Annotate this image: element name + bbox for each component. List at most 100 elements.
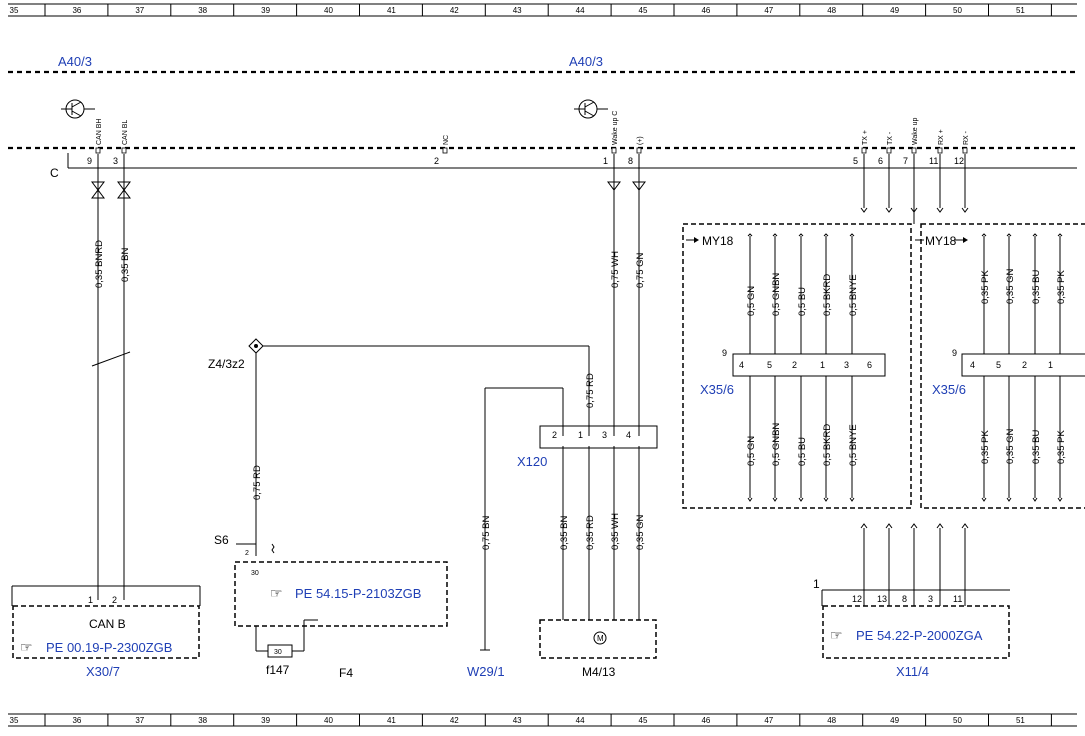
wire-label: 0,35 RD <box>585 515 596 550</box>
canb-pin-2: 2 <box>112 595 117 605</box>
x35-pin: 1 <box>1048 360 1053 370</box>
ruler-number: 38 <box>198 6 207 15</box>
wire-label: 0,5 BU <box>797 437 808 466</box>
hand-pointer-icon: ☞ <box>270 585 283 601</box>
pin-number: 9 <box>87 156 92 166</box>
ruler-number: 46 <box>701 6 710 15</box>
pin-number: 3 <box>113 156 118 166</box>
pin-signal: CAN BH <box>96 119 103 145</box>
x35-pin: 5 <box>767 360 772 370</box>
wire-label: 0,35 PK <box>980 430 991 464</box>
pin-signal: TX - <box>887 131 894 145</box>
wire-label: 0,5 GNBN <box>771 273 782 316</box>
hand-pointer-icon: ☞ <box>20 639 33 655</box>
module-label-right[interactable]: A40/3 <box>569 54 603 69</box>
ruler-number: 39 <box>261 6 270 15</box>
x35-label[interactable]: X35/6 <box>700 382 734 397</box>
pin-signal: TX + <box>862 130 869 145</box>
pin-signal: (+) <box>637 136 644 145</box>
pin-signal: Wake up <box>912 118 919 145</box>
wire-label: 0,5 BNYE <box>848 274 859 316</box>
pin-signal: RX + <box>938 129 945 145</box>
x11-pin: 13 <box>877 594 887 604</box>
canb-reference-link[interactable]: PE 00.19-P-2300ZGB <box>46 640 172 655</box>
ruler-number: 37 <box>135 6 144 15</box>
wire-label: 0,35 PK <box>1056 270 1067 304</box>
motor-icon <box>593 631 607 645</box>
x35-pin-9: 9 <box>952 348 957 358</box>
x35-pin: 2 <box>792 360 797 370</box>
ruler-number: 50 <box>953 6 962 15</box>
x11-pin: 11 <box>953 594 962 604</box>
wire-label: 0,35 BN <box>559 516 570 550</box>
x120-feed: 0,75 WH 0,75 GN <box>607 154 646 436</box>
z4-label: Z4/3z2 <box>208 357 245 371</box>
wire-label: 0,35 GN <box>635 514 646 550</box>
wire-label: 0,75 RD <box>252 465 263 500</box>
wire-label: 0,35 PK <box>980 270 991 304</box>
f4-label: F4 <box>339 666 353 680</box>
ruler-number: 35 <box>10 716 19 725</box>
x11-label[interactable]: X11/4 <box>896 664 929 679</box>
x35-pin: 3 <box>844 360 849 370</box>
m4-component[interactable]: 0,35 BN 0,35 RD 0,35 WH 0,35 GN M M4/13 <box>539 446 657 679</box>
wire-label: 0,5 BNYE <box>848 424 859 466</box>
canb-pin-1: 1 <box>88 595 93 605</box>
f4-component[interactable]: S6 2 30 ☞ PE 54.15-P-2103ZGB 30 f147 F4 <box>214 533 448 680</box>
module-label-left[interactable]: A40/3 <box>58 54 92 69</box>
x11-pin: 8 <box>902 594 907 604</box>
ruler-number: 45 <box>639 716 648 725</box>
ruler-number: 43 <box>513 716 522 725</box>
f4-pin-30: 30 <box>251 570 259 577</box>
pin-number: 11 <box>929 156 938 166</box>
x35-pin-9: 9 <box>722 348 727 358</box>
my18-label: MY18 <box>702 234 734 248</box>
ruler-number: 47 <box>764 6 773 15</box>
wire-label: 0,75 GN <box>635 252 646 288</box>
ruler-number: 44 <box>576 716 585 725</box>
my18-box-2[interactable]: MY18 0,35 PK0,35 PK0,35 GN0,35 GN0,35 BU… <box>915 223 1085 509</box>
canb-label: CAN B <box>89 617 126 631</box>
hand-pointer-icon: ☞ <box>830 627 843 643</box>
wire-label: 0,35 BNRD <box>94 240 105 288</box>
wire-label: 0,5 GN <box>746 286 757 316</box>
ruler-number: 51 <box>1016 716 1025 725</box>
pin-number: 6 <box>878 156 883 166</box>
wire-label: 0,75 BN <box>481 516 492 550</box>
pin-signal: Wake up C <box>612 111 619 145</box>
x120-pin: 4 <box>626 430 631 440</box>
x11-reference-link[interactable]: PE 54.22-P-2000ZGA <box>856 628 983 643</box>
x30-label[interactable]: X30/7 <box>86 664 120 679</box>
pin-number: 5 <box>853 156 858 166</box>
f4-reference-link[interactable]: PE 54.15-P-2103ZGB <box>295 586 421 601</box>
wire-label: 0,5 BKRD <box>822 274 833 316</box>
x35-label[interactable]: X35/6 <box>932 382 966 397</box>
pin-number: 8 <box>628 156 633 166</box>
wire-label: 0,5 BU <box>797 287 808 316</box>
ruler-number: 42 <box>450 6 459 15</box>
x120-pin: 3 <box>602 430 607 440</box>
ruler-number: 35 <box>10 6 19 15</box>
ruler-number: 38 <box>198 716 207 725</box>
pin-signal: NC <box>443 135 450 145</box>
x120-connector[interactable]: 2 1 3 4 X120 <box>517 425 658 469</box>
m4-label: M4/13 <box>582 665 616 679</box>
ruler-number: 45 <box>639 6 648 15</box>
f4-pin-2: 2 <box>245 550 249 557</box>
w29-wire: 0,75 BN W29/1 <box>467 387 564 679</box>
x120-pin: 2 <box>552 430 557 440</box>
x11-marker: 1 <box>813 577 820 591</box>
pin-signal: RX - <box>963 130 970 145</box>
x120-label[interactable]: X120 <box>517 454 547 469</box>
ruler-number: 48 <box>827 716 836 725</box>
f147-pin-30: 30 <box>274 649 282 656</box>
w29-label[interactable]: W29/1 <box>467 664 505 679</box>
transistor-icon <box>574 99 608 119</box>
can-b-component[interactable]: 1 2 CAN B ☞ PE 00.19-P-2300ZGB X30/7 <box>11 585 201 679</box>
wire-label: 0,5 GNBN <box>771 423 782 466</box>
